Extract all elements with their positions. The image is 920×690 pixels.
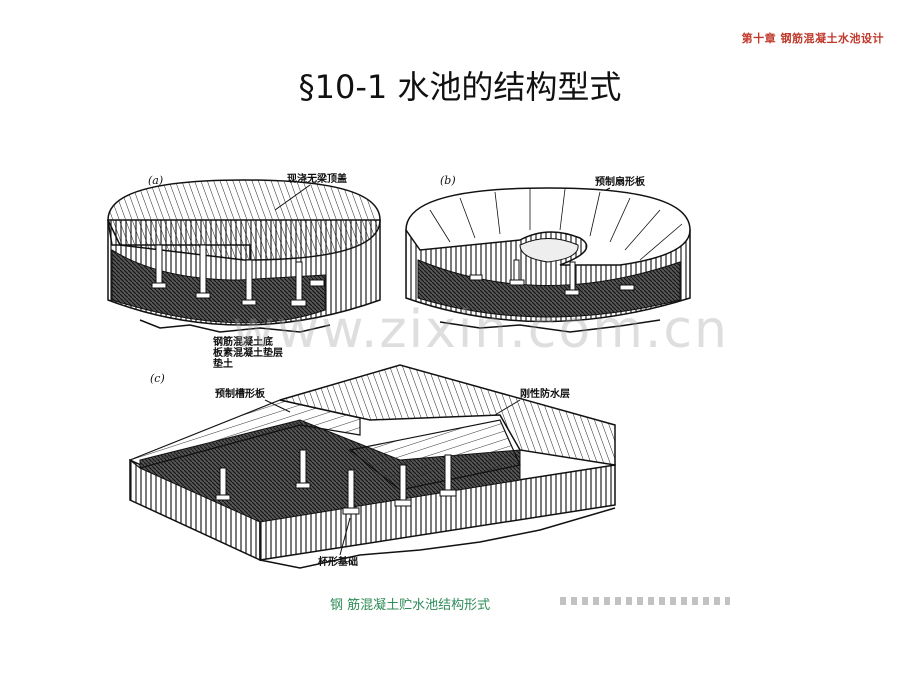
panel-b-circular-tank: (b) 预制扇形板 <box>405 174 691 333</box>
panel-b-roof-callout: 预制扇形板 <box>595 175 646 188</box>
reservoir-structure-figure: (a) 现浇无梁顶盖 钢筋混凝土底 板素混凝土垫层 垫土 <box>100 150 740 590</box>
panel-a-layer-1: 钢筋混凝土底 <box>213 335 273 348</box>
panel-c-rectangular-tank: (c) 预制槽形板 刚性防水层 杯形基础 <box>128 364 616 569</box>
slide-title: §10-1 水池的结构型式 <box>298 68 622 106</box>
panel-a-layer-3: 垫土 <box>213 357 233 370</box>
faint-caption-mark <box>560 597 730 605</box>
panel-a-layer-2: 板素混凝土垫层 <box>213 346 283 359</box>
panel-c-right-callout: 刚性防水层 <box>520 387 570 400</box>
chapter-header: 第十章 钢筋混凝土水池设计 <box>741 32 884 45</box>
panel-a-tag: (a) <box>148 174 163 187</box>
figure-caption: 钢 筋混凝土贮水池结构形式 <box>330 598 491 613</box>
reservoir-drawings: (a) 现浇无梁顶盖 钢筋混凝土底 板素混凝土垫层 垫土 <box>107 172 691 569</box>
panel-a-circular-tank: (a) 现浇无梁顶盖 钢筋混凝土底 板素混凝土垫层 垫土 <box>107 172 381 370</box>
watermark: www.zixin.com.cn <box>232 300 729 360</box>
panel-c-tag: (c) <box>150 372 165 385</box>
panel-c-left-callout: 预制槽形板 <box>215 387 266 400</box>
panel-b-tag: (b) <box>440 174 456 187</box>
